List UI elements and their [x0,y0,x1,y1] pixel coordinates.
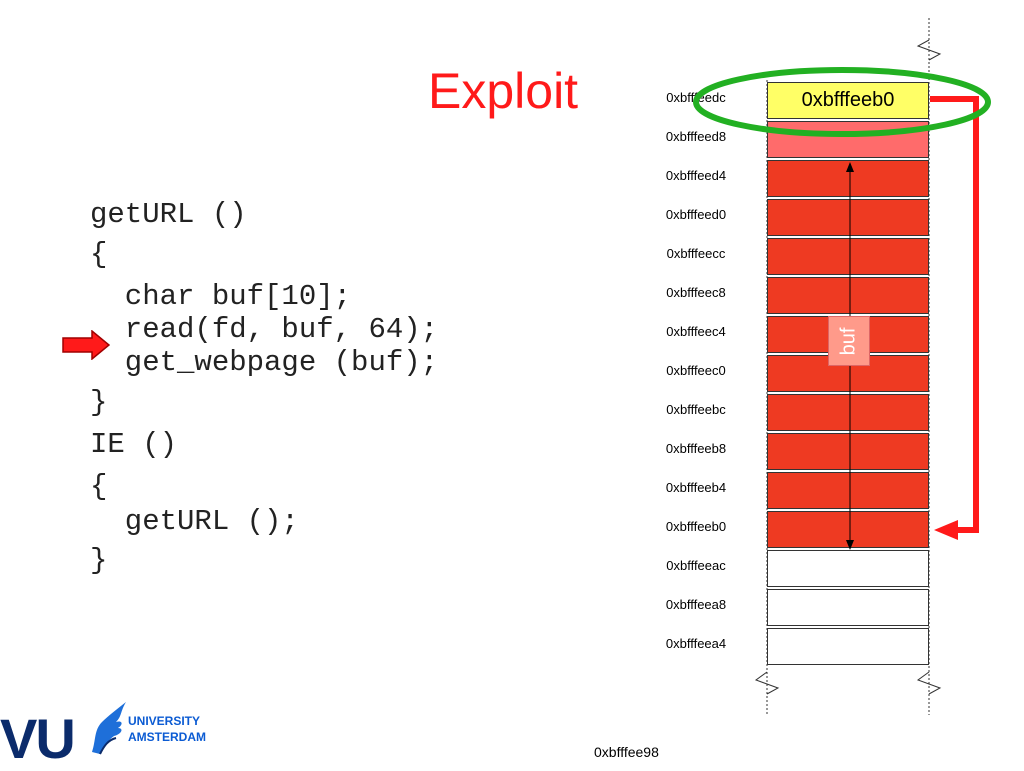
code-line-8: { [90,470,108,503]
stack-address-label: 0xbfffeec0 [666,363,726,378]
break-mark-bottom-right [916,671,942,695]
code-line-6: } [90,386,108,419]
stack-cell [767,433,929,470]
arrow-right-icon [62,330,110,360]
return-address-value: 0xbfffeeb0 [801,89,895,111]
stack-address-label: 0xbfffeeac [666,558,726,573]
redirect-arrow-line [930,96,979,533]
buf-label: buf [828,316,870,366]
logo-mark: VU [0,707,76,770]
stack-cell [767,121,929,158]
stack-address-label: 0xbfffeecc [666,246,726,261]
stack-address-label: 0xbfffeeb8 [665,441,727,456]
code-line-9: getURL (); [90,505,299,538]
university-logo: VU UNIVERSITY AMSTERDAM [0,698,240,770]
stack-cell [767,199,929,236]
stack-address-label: 0xbfffeec8 [666,285,726,300]
code-line-2: { [90,238,108,271]
stack-cell [767,238,929,275]
code-line-4: read(fd, buf, 64); [90,313,439,346]
stack-address-label: 0xbfffeeb0 [665,519,727,534]
stack-cell [767,394,929,431]
buf-arrow-up-icon [846,162,854,172]
stack-address-label: 0xbfffeebc [666,402,726,417]
stack-address-label: 0xbfffeed8 [665,129,727,144]
break-mark-bottom-left [754,671,780,695]
stack-address-label: 0xbfffeeb4 [665,480,727,495]
stack-address-label: 0xbfffeea8 [665,597,727,612]
stack-address-label: 0xbfffeed4 [665,168,727,183]
stack-address-label: 0xbfffeea4 [665,636,727,651]
return-address-cell: 0xbfffeeb0 [767,82,929,119]
stack-cell [767,550,929,587]
slide-title: Exploit [428,63,579,119]
vu-griffin-icon [92,702,126,755]
stack-cell [767,472,929,509]
stack-address-label: 0xbfffeec4 [666,324,726,339]
code-line-7: IE () [90,428,178,461]
stack-address-label: 0xbfffeed0 [665,207,727,222]
logo-text-amsterdam: AMSTERDAM [128,730,206,744]
buf-arrow-down-icon [846,540,854,550]
bottom-address: 0xbfffee98 [594,744,659,760]
highlight-ellipse [693,67,991,137]
code-line-5: get_webpage (buf); [90,346,439,379]
code-line-1: getURL () [90,198,247,231]
stack-cell [767,160,929,197]
code-line-3: char buf[10]; [90,280,352,313]
redirect-arrowhead-icon [934,520,958,540]
break-mark-top [916,39,942,61]
logo-text-university: UNIVERSITY [128,714,201,728]
code-line-10: } [90,544,108,577]
